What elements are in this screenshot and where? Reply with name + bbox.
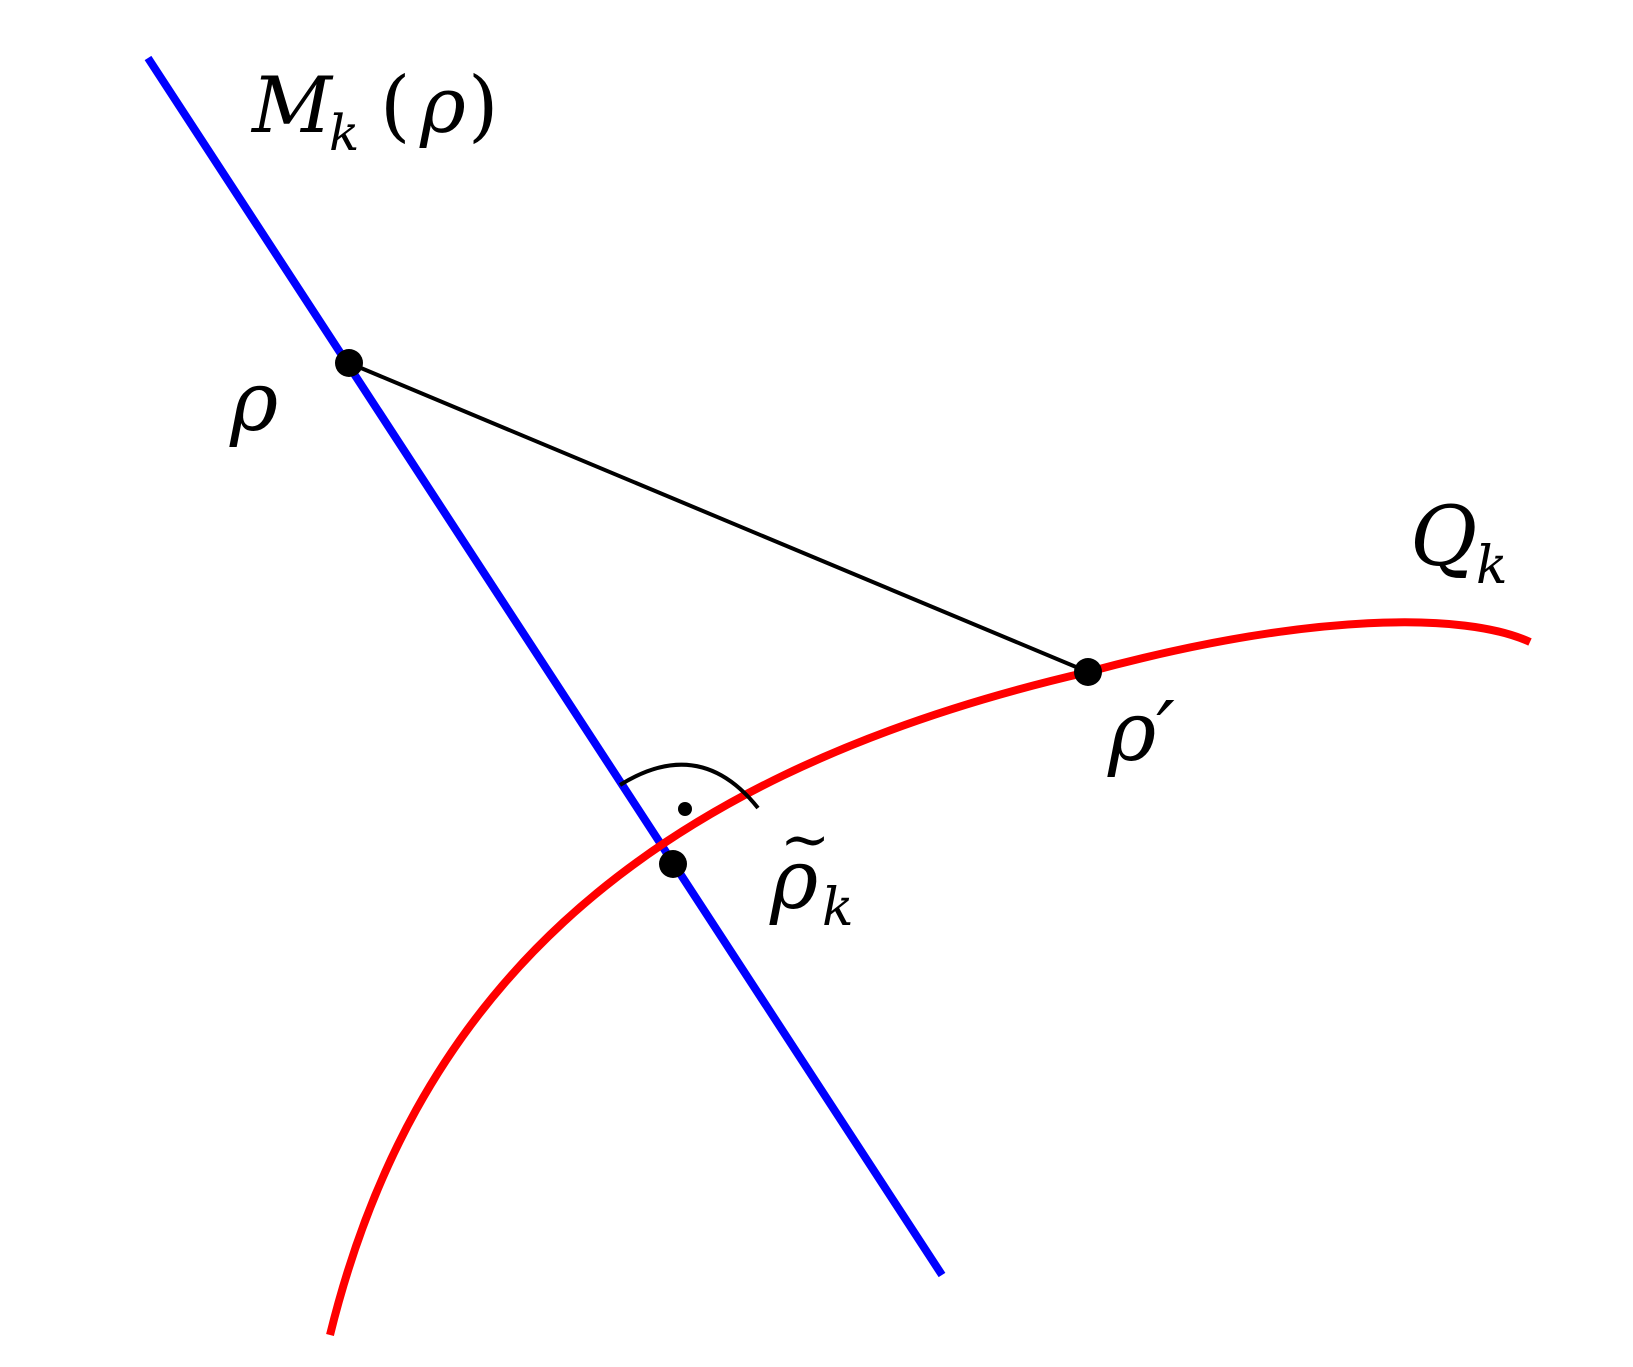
- line-m-k-rho: [144, 55, 946, 1278]
- label-m-argument: ρ: [419, 61, 466, 151]
- label-rho: ρ: [229, 355, 278, 450]
- label-q-subscript: k: [1476, 536, 1508, 596]
- point-rho-prime: [1074, 658, 1102, 686]
- label-m-subscript: k: [329, 104, 359, 162]
- label-rho-tilde-base: ρ: [769, 833, 818, 928]
- label-rho-tilde-k: ρ ~ k: [769, 805, 854, 938]
- label-m-k-rho: M k ( ρ ): [250, 61, 498, 162]
- label-rho-prime: ρ′: [1107, 685, 1175, 780]
- segment-rho-to-rho-prime: [348, 361, 1089, 674]
- label-m-symbol: M: [250, 61, 334, 151]
- right-angle-arc: [618, 762, 760, 810]
- right-angle-dot: [678, 802, 692, 816]
- label-q-symbol: Q: [1410, 490, 1477, 585]
- label-q-k: Q k: [1410, 490, 1508, 596]
- curve-q-k: [326, 618, 1532, 1336]
- point-rho-tilde-k: [659, 850, 687, 878]
- point-rho: [335, 349, 363, 377]
- label-m-close-paren: ): [468, 61, 498, 151]
- label-rho-tilde-subscript: k: [822, 878, 854, 938]
- label-m-open-paren: (: [380, 61, 410, 151]
- label-rho-tilde-accent: ~: [780, 805, 830, 875]
